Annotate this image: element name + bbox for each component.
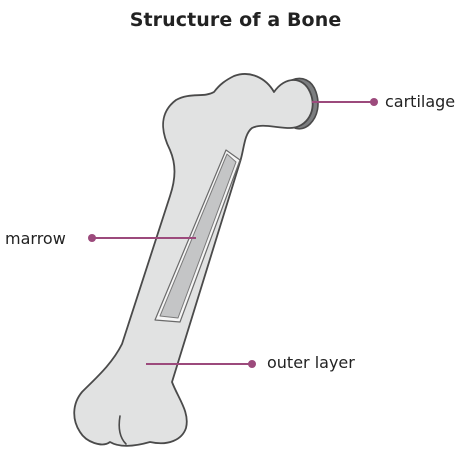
- marrow-leader-dot: [88, 234, 96, 242]
- label-outer-layer: outer layer: [267, 353, 355, 372]
- label-marrow: marrow: [5, 229, 66, 248]
- label-cartilage: cartilage: [385, 92, 455, 111]
- cartilage-leader-dot: [370, 98, 378, 106]
- outer-layer-leader-dot: [248, 360, 256, 368]
